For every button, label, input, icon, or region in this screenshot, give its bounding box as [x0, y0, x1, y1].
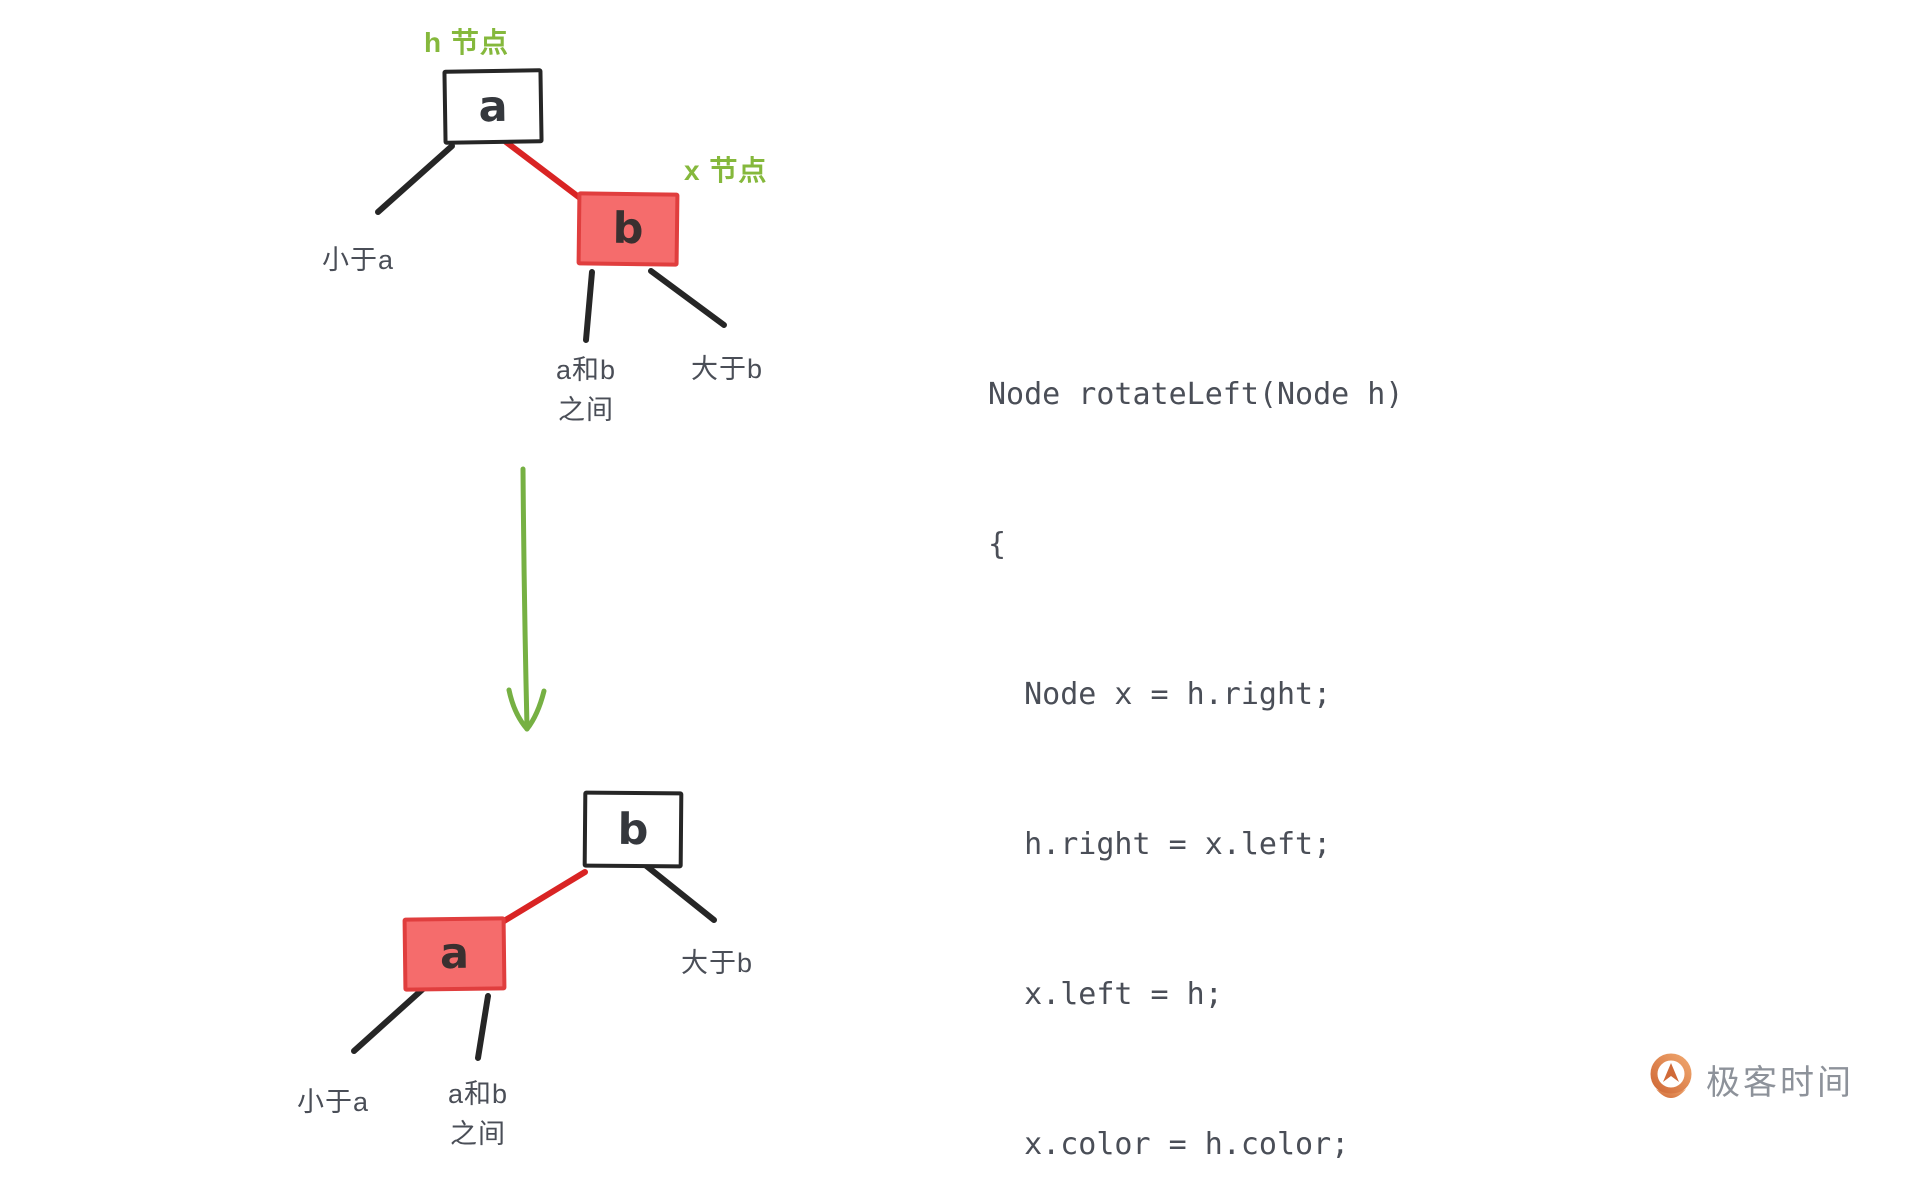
arrow-barb-left — [506, 687, 530, 732]
after-left-subtree-label: 小于a — [297, 1087, 370, 1117]
arrow-stem — [520, 466, 530, 730]
geektime-logo-icon — [1650, 1053, 1692, 1098]
before-right-subtree-label: 大于b — [691, 354, 764, 384]
edge-b-to-greater-than-b — [648, 268, 727, 328]
before-middle-subtree-line2: 之间 — [558, 395, 614, 425]
edge-a-to-less-than-a-after — [351, 985, 427, 1054]
x-node-pointer-label: x 节点 — [684, 155, 768, 186]
after-middle-subtree-line2: 之间 — [450, 1119, 506, 1149]
code-line: h.right = x.left; — [988, 827, 1332, 862]
code-line: Node x = h.right; — [988, 677, 1332, 712]
after-middle-subtree-label: a和b 之间 — [435, 1074, 521, 1154]
arrow-barb-right — [524, 688, 547, 732]
code-line: x.color = h.color; — [988, 1127, 1350, 1162]
node-a-before-letter: a — [478, 81, 508, 132]
edge-b-to-a-red — [501, 869, 588, 924]
node-a-before: a — [442, 68, 544, 145]
before-middle-subtree-line1: a和b — [555, 355, 617, 385]
green-down-arrow-icon — [506, 466, 547, 732]
code-line: Node rotateLeft(Node h) — [988, 377, 1404, 412]
geektime-logo-text: 极客时间 — [1706, 1063, 1854, 1102]
geektime-logo: 极客时间 — [1646, 1051, 1854, 1107]
logo-needle — [1663, 1063, 1679, 1082]
before-left-subtree-label: 小于a — [322, 245, 395, 275]
node-b-after: b — [582, 790, 684, 869]
node-a-after: a — [402, 916, 507, 992]
logo-ring — [1650, 1053, 1692, 1095]
logo-pin-tail — [1656, 1089, 1686, 1098]
edge-a-to-b-red — [503, 139, 583, 201]
rotate-left-code-listing: Node rotateLeft(Node h) { Node x = h.rig… — [988, 270, 1458, 1178]
edge-a-to-between-after — [475, 993, 491, 1061]
node-b-before: b — [576, 191, 680, 267]
after-right-subtree-label: 大于b — [681, 948, 754, 978]
code-line: { — [988, 527, 1007, 562]
edge-b-to-greater-than-b-after — [641, 861, 717, 923]
code-line: x.left = h; — [988, 977, 1223, 1012]
node-b-before-letter: b — [612, 203, 644, 255]
node-a-after-letter: a — [439, 928, 470, 980]
after-middle-subtree-line1: a和b — [447, 1079, 509, 1109]
edge-b-to-between — [583, 269, 595, 343]
before-middle-subtree-label: a和b 之间 — [543, 350, 629, 430]
edge-a-to-less-than-a — [375, 143, 455, 215]
h-node-pointer-label: h 节点 — [424, 27, 509, 58]
node-b-after-letter: b — [617, 804, 649, 855]
